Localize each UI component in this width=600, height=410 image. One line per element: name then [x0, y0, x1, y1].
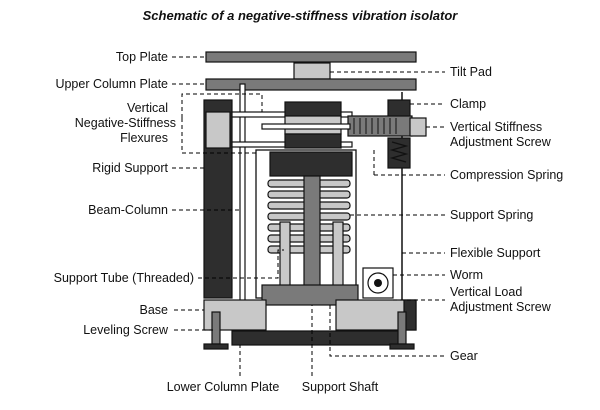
- label-base: Base: [140, 303, 169, 317]
- upper-block-top: [284, 101, 342, 117]
- rigid-support-insert: [205, 111, 231, 149]
- label-support-shaft: Support Shaft: [302, 380, 379, 394]
- top-plate: [205, 51, 417, 63]
- stiffness-screw-knob: [409, 117, 427, 137]
- worm-hub: [374, 279, 382, 287]
- label-vertical-stiffness-line1: Vertical Stiffness: [450, 120, 542, 134]
- label-gear: Gear: [450, 349, 478, 363]
- label-vertical-nsf-line3: Flexures: [120, 131, 168, 145]
- leader-lines: [172, 56, 445, 376]
- label-rigid-support: Rigid Support: [92, 161, 168, 175]
- diagram-title: Schematic of a negative-stiffness vibrat…: [143, 8, 459, 23]
- labels-left: Top Plate Upper Column Plate Vertical Ne…: [54, 50, 379, 394]
- leveling-screw-left: [203, 311, 229, 350]
- leveling-screw-right: [389, 311, 415, 350]
- label-leveling-screw: Leveling Screw: [83, 323, 169, 337]
- label-worm: Worm: [450, 268, 483, 282]
- upper-block-bottom: [284, 133, 342, 149]
- label-tilt-pad: Tilt Pad: [450, 65, 492, 79]
- label-vertical-load-line2: Adjustment Screw: [450, 300, 552, 314]
- vertical-stiffness-adjustment-screw: [347, 115, 413, 137]
- worm-outer-ring: [367, 272, 389, 294]
- isolator-mechanism: [203, 51, 427, 350]
- upper-column-plate: [205, 78, 417, 91]
- gear: [261, 284, 359, 306]
- compression-spring: [389, 141, 409, 163]
- label-vertical-stiffness-line2: Adjustment Screw: [450, 135, 552, 149]
- label-vertical-nsf-line2: Negative-Stiffness: [75, 116, 176, 130]
- label-vertical-nsf-line1: Vertical: [127, 101, 168, 115]
- label-upper-column-plate: Upper Column Plate: [55, 77, 168, 91]
- tilt-pad: [293, 62, 331, 80]
- label-support-tube: Support Tube (Threaded): [54, 271, 194, 285]
- labels-right: Tilt Pad Clamp Vertical Stiffness Adjust…: [450, 65, 563, 363]
- clamp: [387, 99, 411, 119]
- lower-column-plate: [231, 330, 403, 346]
- stiffness-screw-rod: [261, 123, 351, 130]
- label-vertical-load-line1: Vertical Load: [450, 285, 522, 299]
- label-support-spring: Support Spring: [450, 208, 533, 222]
- shaft-top-block: [269, 151, 353, 177]
- label-compression-spring: Compression Spring: [450, 168, 563, 182]
- compression-spring-housing: [387, 137, 411, 169]
- label-top-plate: Top Plate: [116, 50, 168, 64]
- label-beam-column: Beam-Column: [88, 203, 168, 217]
- stiffness-screw-threads: [353, 118, 397, 134]
- label-clamp: Clamp: [450, 97, 486, 111]
- label-lower-column-plate: Lower Column Plate: [167, 380, 280, 394]
- label-flexible-support: Flexible Support: [450, 246, 541, 260]
